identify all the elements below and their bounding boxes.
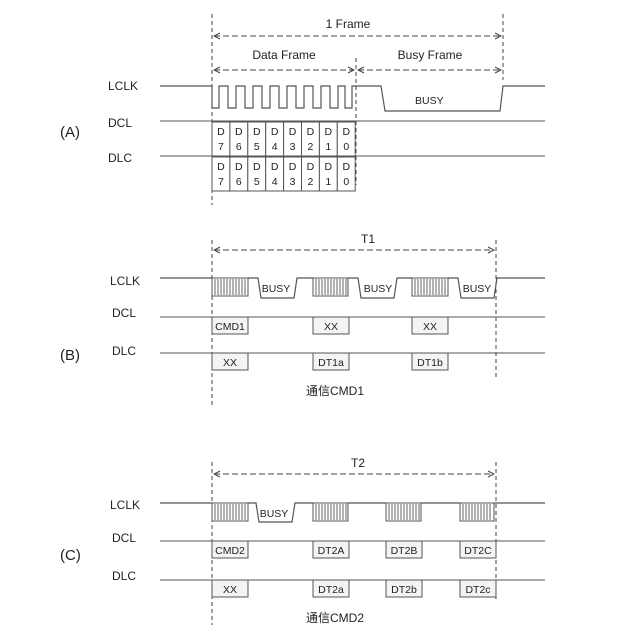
panel-a-dcl-cell-bottom: 1 — [325, 141, 331, 153]
panel-a-busy-label: BUSY — [415, 95, 444, 107]
panel-a-dlc-cell-bottom: 5 — [254, 176, 260, 188]
panel-a-lclk-label: LCLK — [108, 79, 138, 93]
panel-b-dlc-box-label: XX — [223, 357, 237, 369]
panel-a-dlc-cells: D7D6D5D4D3D2D1D0 — [212, 157, 355, 191]
panel-c-lclk-label: LCLK — [110, 498, 140, 512]
panel-c-busy-label: BUSY — [260, 508, 289, 520]
panel-b-dcl-boxes: CMD1 XX XX — [212, 317, 448, 334]
panel-a-dcl-cell-top: D — [217, 126, 225, 138]
panel-c-dcl-label: DCL — [112, 531, 136, 545]
panel-c-dlc-box-label: DT2a — [318, 584, 344, 596]
panel-c-clock-burst — [386, 503, 421, 521]
panel-c-period-label: T2 — [351, 456, 365, 470]
panel-a-dlc-cell-bottom: 1 — [325, 176, 331, 188]
panel-c-caption: 通信CMD2 — [306, 611, 364, 625]
panel-a-dlc-cell-bottom: 3 — [290, 176, 296, 188]
panel-c-dcl-box-label: CMD2 — [215, 545, 245, 557]
panel-a-dcl-cell-top: D — [342, 126, 350, 138]
panel-a-dcl-cell-bottom: 3 — [290, 141, 296, 153]
panel-a-dcl-cell-top: D — [253, 126, 261, 138]
panel-a-dcl-cell-top: D — [271, 126, 279, 138]
panel-a-dcl-cell-top: D — [325, 126, 333, 138]
panel-a-dlc-cell-top: D — [217, 161, 225, 173]
panel-a-dcl-cell-bottom: 6 — [236, 141, 242, 153]
panel-c-clock-burst — [313, 503, 348, 521]
panel-a-dlc-cell-top: D — [235, 161, 243, 173]
panel-c-lclk: BUSY — [160, 503, 545, 522]
panel-b-period-label: T1 — [361, 232, 375, 246]
panel-a-dcl-cell-bottom: 4 — [272, 141, 278, 153]
panel-c: (C) LCLK DCL DLC T2 BUSY CMD2 DT2A DT2B DT2… — [60, 456, 545, 625]
panel-b-dcl-box-label: CMD1 — [215, 321, 245, 333]
panel-a-data-frame-label: Data Frame — [252, 48, 316, 62]
panel-b-dcl-box-label: XX — [324, 321, 338, 333]
panel-a-dlc-cell-bottom: 6 — [236, 176, 242, 188]
panel-a-dcl-cell-bottom: 0 — [343, 141, 349, 153]
panel-c-dcl-boxes: CMD2 DT2A DT2B DT2C — [212, 541, 496, 558]
panel-a-dcl-cell-bottom: 2 — [308, 141, 314, 153]
panel-c-dlc-box-label: DT2b — [391, 584, 417, 596]
panel-c-dlc-box-label: DT2c — [465, 584, 490, 596]
panel-b-busy-label: BUSY — [262, 283, 291, 295]
panel-b: (B) LCLK DCL DLC T1 BUSYBUSYBUSY CMD1XXX… — [60, 232, 545, 405]
panel-a-dlc-cell-top: D — [342, 161, 350, 173]
panel-a-busy-frame-label: Busy Frame — [398, 48, 463, 62]
panel-c-dlc-label: DLC — [112, 569, 136, 583]
panel-a: (A) LCLK DCL DLC 1 Frame Data Frame Busy… — [60, 14, 545, 205]
panel-b-dlc-label: DLC — [112, 344, 136, 358]
panel-a-dcl-cell-bottom: 7 — [218, 141, 224, 153]
panel-b-dcl-label: DCL — [112, 306, 136, 320]
panel-c-clock-burst — [212, 503, 248, 521]
panel-c-dlc-box-label: XX — [223, 584, 237, 596]
panel-a-dlc-cell-top: D — [307, 161, 315, 173]
panel-a-dcl-cells: D7D6D5D4D3D2D1D0 — [212, 122, 355, 156]
panel-b-clock-burst — [313, 278, 348, 296]
panel-c-dcl-box-label: DT2A — [318, 545, 345, 557]
panel-a-dlc-cell-bottom: 2 — [308, 176, 314, 188]
panel-b-dlc-box-label: DT1b — [417, 357, 443, 369]
panel-c-dcl-box-label: DT2C — [464, 545, 492, 557]
panel-a-dcl-cell-bottom: 5 — [254, 141, 260, 153]
panel-a-lclk-waveform — [160, 86, 545, 111]
panel-a-dlc-label: DLC — [108, 151, 132, 165]
panel-b-dlc-boxes: XX DT1a DT1b — [212, 353, 448, 370]
panel-a-dlc-cell-bottom: 7 — [218, 176, 224, 188]
panel-b-clock-burst — [412, 278, 448, 296]
panel-c-label: (C) — [60, 547, 81, 564]
panel-a-dlc-cell-top: D — [325, 161, 333, 173]
panel-b-dlc-box-label: DT1a — [318, 357, 344, 369]
panel-b-lclk: BUSY BUSY BUSY — [160, 278, 545, 298]
panel-b-dcl-box-label: XX — [423, 321, 437, 333]
panel-c-dlc-boxes: XX DT2a DT2b DT2c — [212, 580, 496, 597]
panel-c-dcl-box-label: DT2B — [391, 545, 418, 557]
panel-a-dlc-cell-bottom: 4 — [272, 176, 278, 188]
panel-b-busy-label: BUSY — [364, 283, 393, 295]
panel-a-dlc-cell-top: D — [271, 161, 279, 173]
panel-a-dlc-cell-top: D — [289, 161, 297, 173]
panel-a-dcl-cell-top: D — [289, 126, 297, 138]
panel-a-label: (A) — [60, 124, 80, 141]
panel-a-dcl-label: DCL — [108, 116, 132, 130]
panel-b-caption: 通信CMD1 — [306, 384, 364, 398]
panel-b-busy-label: BUSY — [463, 283, 492, 295]
panel-a-dlc-cell-top: D — [253, 161, 261, 173]
panel-b-label: (B) — [60, 347, 80, 364]
panel-a-dcl-cell-top: D — [307, 126, 315, 138]
panel-a-dcl-cell-top: D — [235, 126, 243, 138]
panel-b-lclk-label: LCLK — [110, 274, 140, 288]
panel-c-clock-burst — [460, 503, 494, 521]
panel-a-frame-label: 1 Frame — [326, 17, 371, 31]
panel-a-dlc-cell-bottom: 0 — [343, 176, 349, 188]
panel-b-clock-burst — [212, 278, 248, 296]
